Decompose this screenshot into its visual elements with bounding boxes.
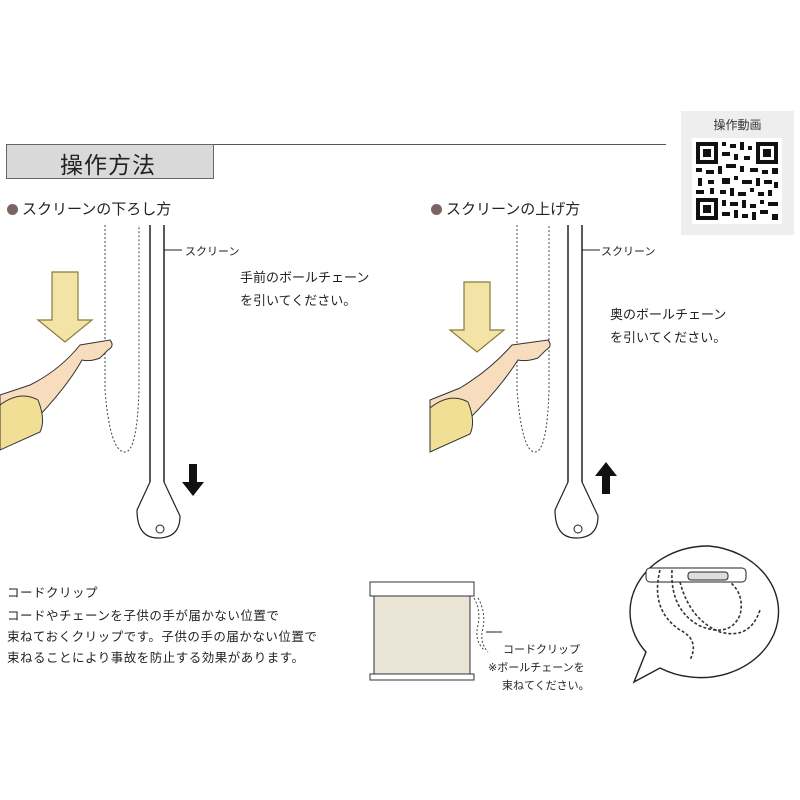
ball-chain — [104, 225, 140, 453]
cord-clip-line-3: 束ねることにより事故を防止する効果があります。 — [7, 650, 305, 665]
cord-clip-note-1: ※ボールチェーンを — [488, 661, 585, 674]
title-box — [6, 144, 214, 179]
lower-screen-label: スクリーン — [185, 245, 240, 258]
down-arrow-icon — [36, 271, 94, 343]
down-arrow-icon — [448, 281, 506, 353]
raise-instruction-2: を引いてください。 — [610, 331, 727, 346]
raise-screen-label: スクリーン — [601, 245, 656, 258]
raise-instruction-1: 奥のボールチェーン — [610, 308, 727, 323]
raise-heading: スクリーンの上げ方 — [431, 198, 580, 219]
qr-code-icon[interactable] — [692, 138, 782, 224]
up-black-arrow-icon — [595, 462, 617, 494]
lower-instruction-1: 手前のボールチェーン — [240, 271, 370, 286]
cord-clip-line-1: コードやチェーンを子供の手が届かない位置で — [7, 608, 280, 623]
cord-clip-callout: コードクリップ — [503, 643, 580, 656]
roller-blind-diagram — [369, 581, 502, 681]
lower-heading: スクリーンの下ろし方 — [7, 198, 171, 219]
clip-closeup-bubble — [629, 545, 780, 684]
cord-clip-line-2: 束ねておくクリップです。子供の手の届かない位置で — [7, 629, 318, 644]
bullet-dot-icon — [431, 204, 442, 215]
ball-chain — [516, 225, 550, 453]
cord-clip-title: コードクリップ — [7, 585, 99, 600]
lower-illustration — [0, 225, 204, 539]
page-title: 操作方法 — [60, 153, 156, 179]
raise-illustration — [429, 225, 617, 539]
lower-instruction-2: を引いてください。 — [240, 294, 357, 309]
down-black-arrow-icon — [182, 464, 204, 496]
bullet-dot-icon — [7, 204, 18, 215]
header-rule — [6, 144, 666, 145]
qr-label: 操作動画 — [713, 118, 762, 132]
cord-clip-note-2: 束ねてください。 — [502, 679, 590, 692]
